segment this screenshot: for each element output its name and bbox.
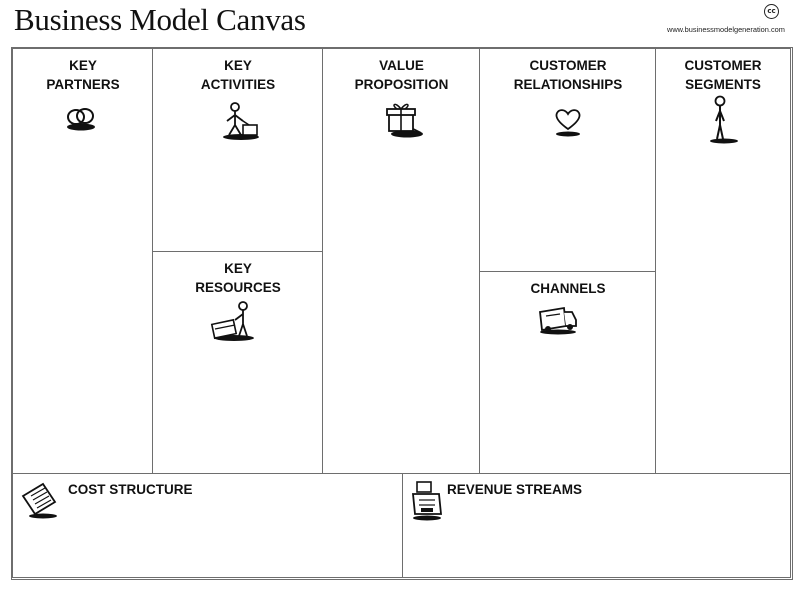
cash-register-icon bbox=[412, 481, 442, 521]
block-title-key-resources: KEY RESOURCES bbox=[195, 261, 281, 295]
gift-box-icon bbox=[386, 103, 423, 138]
block-title-value-proposition: VALUE PROPOSITION bbox=[354, 58, 449, 92]
linked-rings-icon bbox=[67, 108, 95, 131]
block-title-key-partners: KEY PARTNERS bbox=[46, 58, 120, 92]
block-key-resources: KEY RESOURCES bbox=[152, 251, 324, 475]
block-key-activities: KEY ACTIVITIES bbox=[152, 48, 324, 253]
block-title-revenue-streams: REVENUE STREAMS bbox=[447, 482, 583, 497]
receipt-icon bbox=[21, 482, 57, 519]
delivery-truck-icon bbox=[539, 306, 577, 335]
block-customer-relationships: CUSTOMER RELATIONSHIPS bbox=[479, 48, 657, 273]
block-revenue-streams: REVENUE STREAMS bbox=[402, 473, 791, 578]
block-title-channels: CHANNELS bbox=[530, 281, 606, 296]
block-title-key-activities: KEY ACTIVITIES bbox=[200, 58, 276, 92]
standing-person-icon bbox=[710, 95, 738, 144]
block-cost-structure: COST STRUCTURE bbox=[12, 473, 404, 578]
block-channels: CHANNELS bbox=[479, 271, 657, 475]
creative-commons-icon: cc bbox=[764, 4, 779, 19]
block-title-cost-structure: COST STRUCTURE bbox=[68, 482, 193, 497]
block-customer-segments: CUSTOMER SEGMENTS bbox=[655, 48, 791, 475]
block-value-proposition: VALUE PROPOSITION bbox=[322, 48, 481, 475]
block-title-customer-segments: CUSTOMER SEGMENTS bbox=[684, 58, 762, 92]
block-key-partners: KEY PARTNERS bbox=[12, 48, 154, 475]
person-working-icon bbox=[223, 102, 259, 140]
site-url: www.businessmodelgeneration.com bbox=[667, 25, 785, 34]
page-title: Business Model Canvas bbox=[14, 2, 306, 37]
heart-icon bbox=[555, 109, 581, 137]
block-title-customer-relationships: CUSTOMER RELATIONSHIPS bbox=[513, 58, 623, 92]
person-with-crates-icon bbox=[210, 301, 254, 341]
canvas-frame: KEY PARTNERS KEY ACTIVITIES KEY RESOURCE… bbox=[11, 47, 793, 580]
